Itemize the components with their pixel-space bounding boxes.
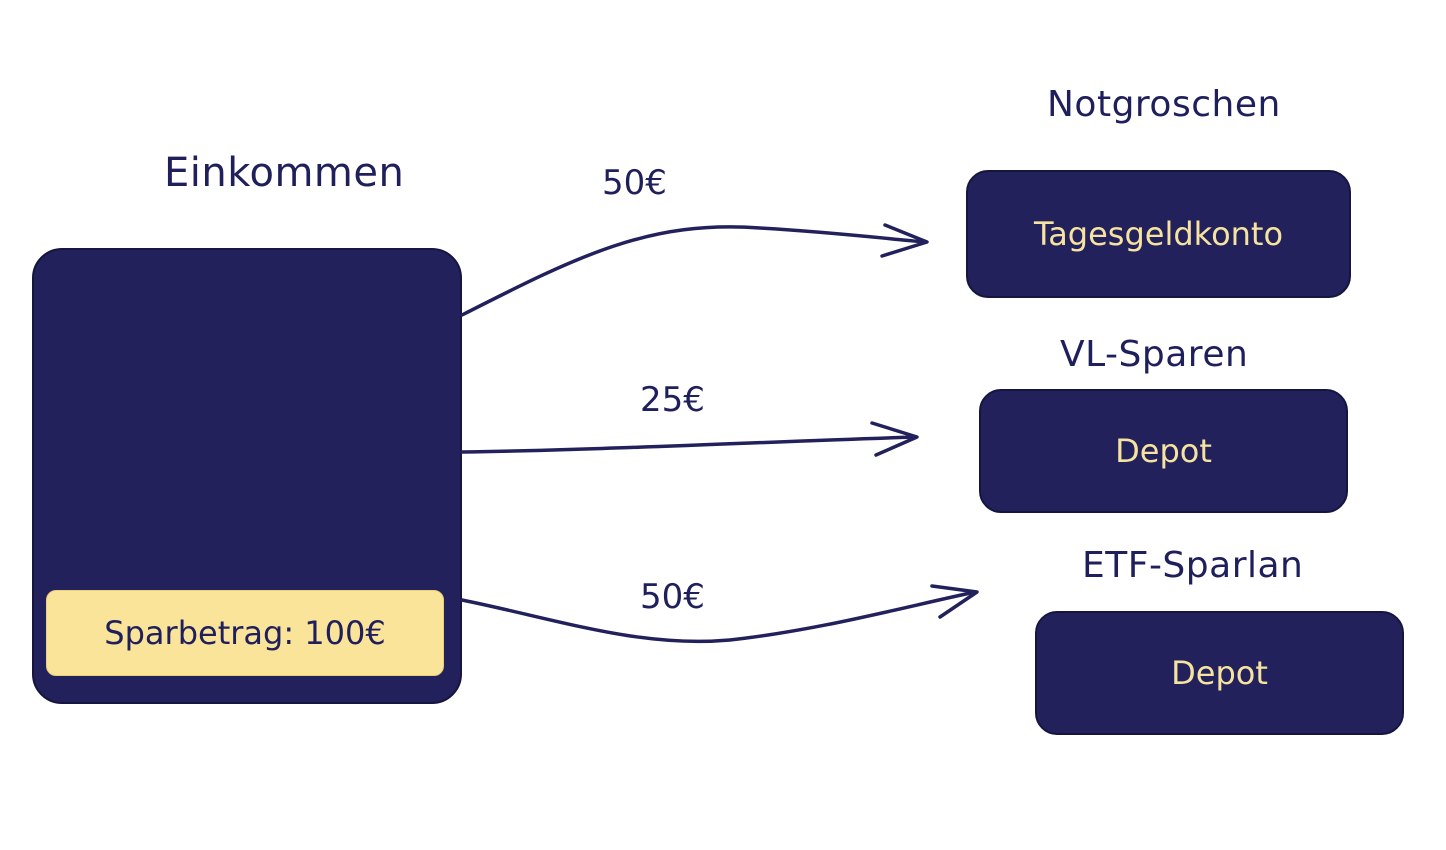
- target-box-1: Tagesgeldkonto: [966, 170, 1351, 298]
- flow-arrow-1: [460, 225, 927, 317]
- flow-arrow-3-head: [930, 584, 979, 619]
- source-title: Einkommen: [164, 150, 405, 196]
- flow-amount-3: 50€: [640, 577, 705, 617]
- target-box-2: Depot: [979, 389, 1348, 513]
- target-box-label-2: Depot: [1115, 432, 1212, 470]
- target-title-2: VL-Sparen: [1060, 334, 1249, 375]
- flow-amount-2: 25€: [640, 380, 705, 420]
- target-box-label-3: Depot: [1171, 654, 1268, 692]
- flow-arrow-1-head: [880, 223, 929, 258]
- target-box-label-1: Tagesgeldkonto: [1033, 215, 1284, 253]
- flow-amount-1: 50€: [602, 163, 667, 203]
- flow-arrow-3: [460, 590, 977, 644]
- target-title-1: Notgroschen: [1047, 84, 1281, 125]
- target-box-3: Depot: [1035, 611, 1404, 735]
- savings-amount-box: Sparbetrag: 100€: [46, 590, 444, 676]
- flow-arrow-2: [460, 435, 917, 454]
- target-title-3: ETF-Sparlan: [1082, 545, 1304, 586]
- flow-arrow-2-head: [870, 421, 919, 457]
- income-box: Sparbetrag: 100€: [32, 248, 462, 704]
- savings-amount-label: Sparbetrag: 100€: [104, 614, 386, 652]
